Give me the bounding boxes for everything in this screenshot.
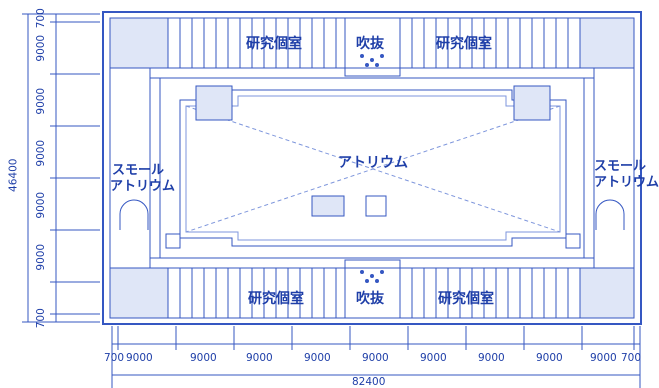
bottom-wing xyxy=(109,257,635,319)
vdim-span-2: 9000 xyxy=(35,34,48,62)
vdim-total: 46400 xyxy=(7,158,20,192)
top-void-symbols xyxy=(360,54,384,67)
hdim-span-7: 9000 xyxy=(420,352,447,364)
hdim-span-9: 9000 xyxy=(536,352,563,364)
vertical-dimension-lines xyxy=(22,13,100,323)
top-wing xyxy=(109,17,635,79)
hdim-span-11: 700 xyxy=(621,352,642,364)
room-label-small-atrium-right-1: スモール xyxy=(594,159,647,174)
hdim-span-1: 700 xyxy=(104,352,125,364)
hdim-span-5: 9000 xyxy=(304,352,331,364)
side-wings xyxy=(119,68,625,268)
vdim-span-3: 9000 xyxy=(35,87,48,115)
vdim-span-7: 700 xyxy=(34,308,47,329)
hdim-span-3: 9000 xyxy=(190,352,217,364)
room-label-small-atrium-left-1: スモール xyxy=(112,163,165,178)
room-label-small-atrium-left-2: アトリウム xyxy=(110,179,176,194)
room-label-research-bottom-right: 研究個室 xyxy=(438,291,494,307)
room-label-fukinuke-top: 吹抜 xyxy=(356,36,384,52)
room-label-small-atrium-right-2: アトリウム xyxy=(594,175,659,190)
hdim-span-6: 9000 xyxy=(362,352,389,364)
hdim-span-8: 9000 xyxy=(478,352,505,364)
vdim-span-1: 700 xyxy=(34,8,47,29)
vdim-span-6: 9000 xyxy=(35,243,48,271)
hdim-span-2: 9000 xyxy=(126,352,153,364)
horizontal-dimension-lines xyxy=(111,326,641,388)
room-label-research-top-left: 研究個室 xyxy=(246,36,302,52)
hdim-span-4: 9000 xyxy=(246,352,273,364)
bottom-void-symbols xyxy=(360,270,384,283)
room-label-research-bottom-left: 研究個室 xyxy=(248,291,304,307)
hdim-span-10: 9000 xyxy=(590,352,617,364)
room-label-atrium: アトリウム xyxy=(338,155,408,171)
room-label-research-top-right: 研究個室 xyxy=(436,36,492,52)
vdim-span-5: 9000 xyxy=(35,191,48,219)
vdim-span-4: 9000 xyxy=(35,139,48,167)
atrium-area xyxy=(165,85,581,249)
hdim-total: 82400 xyxy=(352,376,386,388)
room-label-fukinuke-bottom: 吹抜 xyxy=(356,291,384,307)
